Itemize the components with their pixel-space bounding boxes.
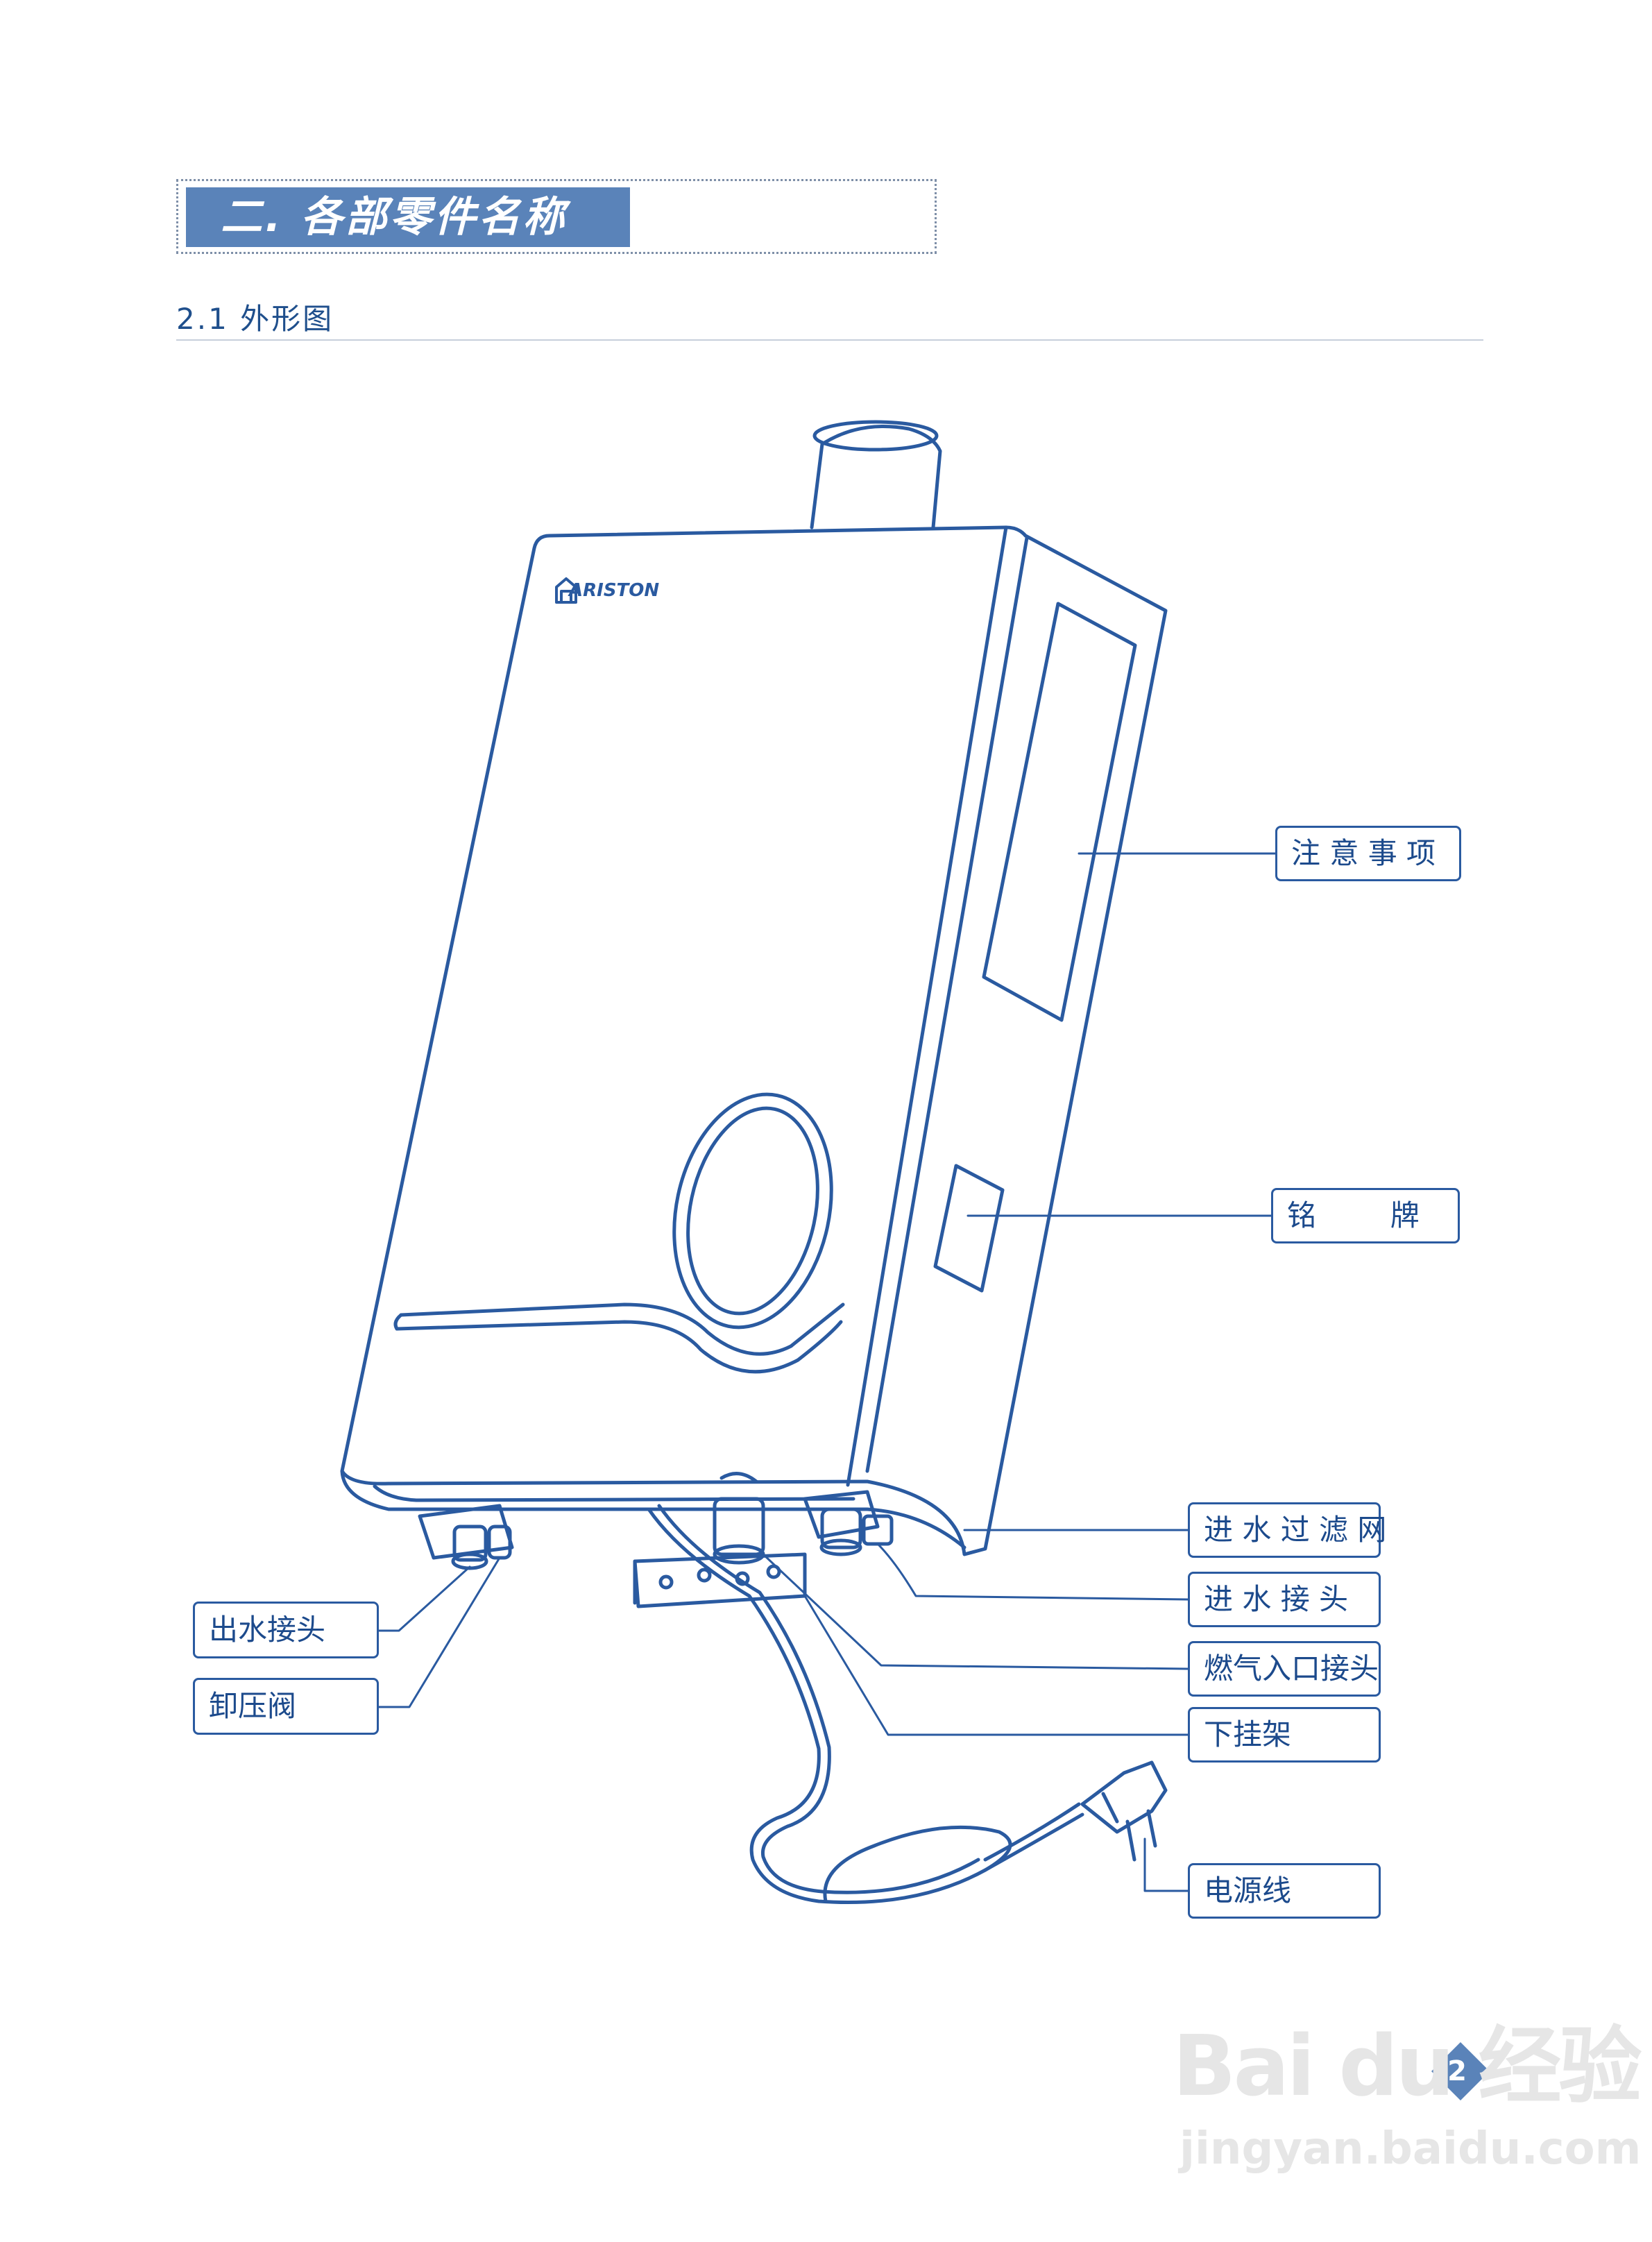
heater-cabinet — [340, 525, 1168, 1556]
power-cord — [647, 1504, 1084, 1904]
front-swoosh — [393, 1302, 845, 1374]
plug-icon — [1080, 1760, 1168, 1862]
lower-bracket — [633, 1552, 807, 1608]
watermark-text: Bai du 经验 — [1173, 2019, 1642, 2115]
section-frame — [176, 179, 937, 254]
nameplate-panel — [933, 1164, 1005, 1293]
label-inlet-fitting: 进 水 接 头 — [1188, 1572, 1381, 1627]
subsection-title: 2.1 外形图 — [176, 302, 334, 336]
water-inlet-fitting — [803, 1490, 880, 1556]
label-power-cord: 电源线 — [1188, 1863, 1381, 1919]
label-gas-inlet: 燃气入口接头 — [1188, 1641, 1381, 1697]
leader-lines — [377, 852, 1277, 1892]
gas-inlet-fitting — [713, 1472, 765, 1565]
page-number-badge — [1431, 2042, 1490, 2100]
section-title: 二. 各部零件名称 — [186, 187, 630, 247]
label-relief-valve: 卸压阀 — [193, 1678, 379, 1735]
brand-logo-text: ARISTON — [569, 580, 660, 601]
label-nameplate: 铭 牌 — [1271, 1188, 1460, 1243]
page-number: 2 — [1447, 2055, 1467, 2087]
label-inlet-filter: 进 水 过 滤 网 — [1188, 1502, 1386, 1558]
ariston-logo-icon — [555, 577, 577, 604]
label-outlet-fitting: 出水接头 — [193, 1602, 379, 1658]
subsection-divider — [176, 339, 1483, 341]
label-bracket: 下挂架 — [1188, 1707, 1381, 1763]
watermark-url: jingyan.baidu.com — [1180, 2123, 1642, 2175]
flue-pipe — [810, 420, 942, 529]
notice-panel — [982, 602, 1137, 1022]
front-ring — [672, 1092, 833, 1330]
label-notice: 注 意 事 项 — [1275, 826, 1461, 881]
